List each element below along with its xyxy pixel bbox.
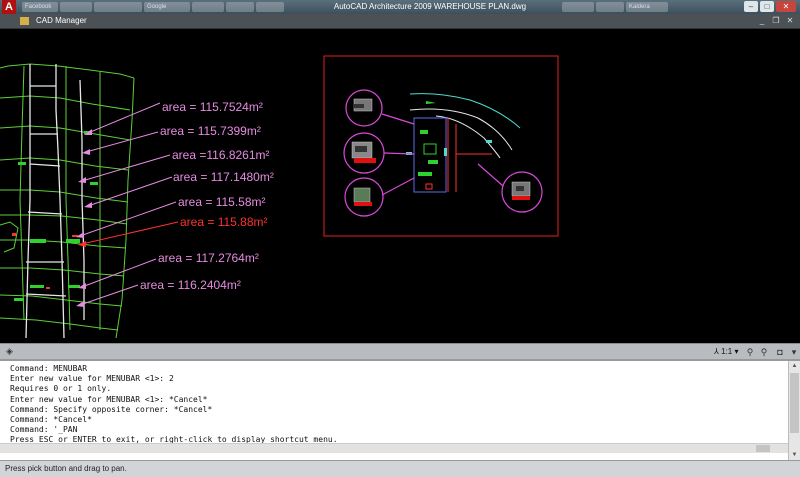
red-markers <box>12 233 78 289</box>
area-label: area = 116.2404m² <box>140 278 241 292</box>
scroll-thumb[interactable] <box>790 373 799 433</box>
area-label: area = 115.58m² <box>178 195 266 209</box>
area-label: area = 115.7399m² <box>160 124 261 138</box>
tray-settings-icon[interactable]: ▾ <box>791 347 797 357</box>
taskbar-tab[interactable] <box>226 2 254 12</box>
autocad-logo-icon[interactable]: A <box>2 0 16 14</box>
command-line: Requires 0 or 1 only. <box>10 384 112 394</box>
taskbar-tab[interactable]: Kaldera <box>626 2 668 12</box>
window-title-bar: A Facebook Google Kaldera AutoCAD Archit… <box>0 0 800 14</box>
callout-circles <box>343 89 543 217</box>
area-label: area = 115.7524m² <box>162 100 263 114</box>
drawing-svg: area = 115.7524m² area = 115.7399m² area… <box>0 55 559 339</box>
minimize-button[interactable]: – <box>744 1 758 12</box>
taskbar-tab[interactable] <box>94 2 142 12</box>
lock-icon[interactable]: ◘ <box>777 347 783 357</box>
command-horizontal-scrollbar[interactable] <box>0 443 788 453</box>
mini-plan <box>406 93 521 193</box>
taskbar-tab[interactable] <box>596 2 624 12</box>
area-label: area = 117.1480m² <box>173 170 274 184</box>
scroll-down-icon[interactable]: ▼ <box>791 452 798 458</box>
building-walls <box>25 64 85 339</box>
annotation-visibility-icon[interactable]: ⚲ <box>746 347 754 357</box>
building-outline <box>0 63 135 339</box>
command-line: Command: *Cancel* <box>10 415 92 425</box>
auto-scale-icon[interactable]: ⚲ <box>760 347 768 357</box>
area-label: area = 117.2764m² <box>158 251 259 265</box>
folder-icon <box>20 17 29 25</box>
command-scrollbar[interactable]: ▲ ▼ <box>788 361 800 460</box>
command-line: Enter new value for MENUBAR <1>: *Cancel… <box>10 394 208 404</box>
annotation-scale-icon: ⅄ <box>714 347 722 356</box>
viewport-frame <box>323 55 559 237</box>
navigation-icon[interactable]: ◈ <box>6 346 13 356</box>
status-bar: Press pick button and drag to pan. <box>0 460 800 477</box>
taskbar-tab[interactable]: Google <box>144 2 190 12</box>
window-title: AutoCAD Architecture 2009 WAREHOUSE PLAN… <box>333 2 527 11</box>
horizontal-scroll-thumb[interactable] <box>756 445 770 452</box>
doc-minimize-button[interactable]: _ <box>759 16 765 25</box>
taskbar-tab[interactable]: Facebook <box>22 2 58 12</box>
leader-lines <box>79 102 179 306</box>
area-label: area =116.8261m² <box>172 148 270 162</box>
drawing-canvas[interactable]: area = 115.7524m² area = 115.7399m² area… <box>0 29 800 343</box>
close-button[interactable]: ✕ <box>776 1 796 12</box>
status-text: Press pick button and drag to pan. <box>5 464 127 473</box>
leader-arrows <box>76 129 92 307</box>
taskbar-tab[interactable] <box>60 2 92 12</box>
cad-manager-title: CAD Manager <box>36 16 87 25</box>
area-label: area = 115.88m² <box>180 215 268 229</box>
callout-thumbnails <box>351 98 531 206</box>
doc-close-button[interactable]: ✕ <box>786 16 794 25</box>
taskbar-tab[interactable] <box>562 2 594 12</box>
command-line: Command: MENUBAR <box>10 364 88 373</box>
scroll-up-icon[interactable]: ▲ <box>791 363 798 369</box>
taskbar-tab[interactable] <box>192 2 224 12</box>
command-line: Enter new value for MENUBAR <1>: 2 <box>10 374 174 384</box>
cad-manager-bar: CAD Manager _ ❐ ✕ <box>0 14 800 29</box>
command-line: Command: '_PAN <box>10 425 78 435</box>
annotation-scale[interactable]: ⅄ 1:1 ▾ <box>714 347 739 356</box>
area-labels: area = 115.7524m² area = 115.7399m² area… <box>140 100 274 292</box>
command-line: Press ESC or ENTER to exit, or right-cli… <box>10 435 338 445</box>
drawing-status-strip: ◈ ⅄ 1:1 ▾ ⚲ ⚲ ◘ ▾ <box>0 343 800 360</box>
taskbar-tab[interactable] <box>256 2 284 12</box>
doc-restore-button[interactable]: ❐ <box>772 16 780 25</box>
annotation-scale-value: 1:1 <box>721 347 733 356</box>
command-line: Command: Specify opposite corner: *Cance… <box>10 404 213 414</box>
maximize-button[interactable]: □ <box>760 1 774 12</box>
